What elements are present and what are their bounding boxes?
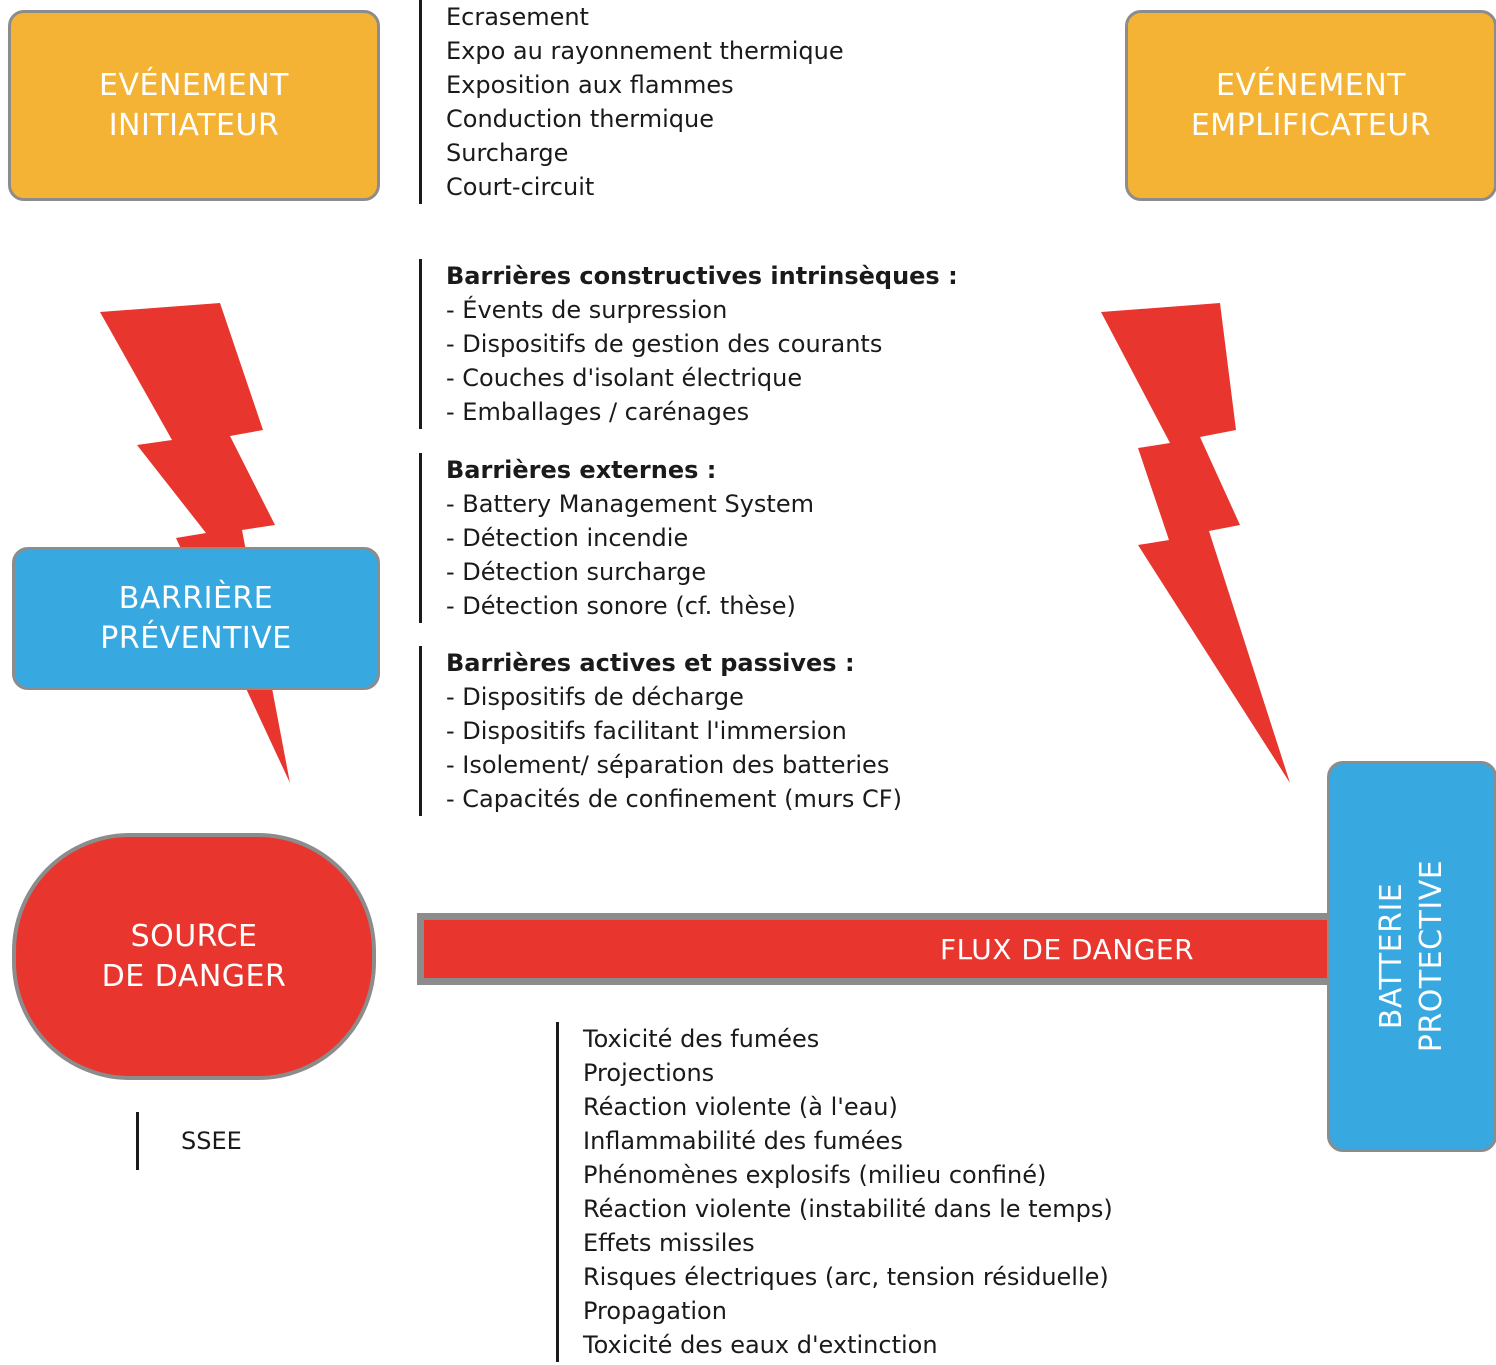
- barrier-group-title: Barrières actives et passives :: [446, 649, 855, 677]
- list-item: Toxicité des fumées: [583, 1025, 820, 1053]
- danger-source-line2: DE DANGER: [101, 958, 287, 994]
- list-item: Réaction violente (à l'eau): [583, 1093, 898, 1121]
- list-item: - Isolement/ séparation des batteries: [446, 751, 890, 779]
- danger-source-line1: SOURCE: [130, 918, 258, 954]
- danger-flux-bar: [417, 913, 1335, 985]
- initiating-event-line2: INITIATEUR: [108, 107, 280, 143]
- list-item: Risques électriques (arc, tension résidu…: [583, 1263, 1109, 1291]
- list-item: - Détection sonore (cf. thèse): [446, 592, 796, 620]
- amplifying-event-line2: EMPLIFICATEUR: [1190, 107, 1432, 143]
- list-item: - Détection surcharge: [446, 558, 707, 586]
- initiating-event-line1: EVÉNEMENT: [99, 67, 289, 103]
- list-item: Réaction violente (instabilité dans le t…: [583, 1195, 1113, 1223]
- initiating-events-list: Ecrasement Expo au rayonnement thermique…: [419, 0, 844, 204]
- amplifying-event-line1: EVÉNEMENT: [1216, 67, 1406, 103]
- source-label: SSEE: [181, 1127, 242, 1155]
- preventive-barrier-box: BARRIÈRE PRÉVENTIVE: [12, 547, 380, 690]
- protective-battery-line2: PROTECTIVE: [1414, 859, 1449, 1053]
- source-label-list: SSEE: [136, 1112, 242, 1170]
- preventive-barrier-line2: PRÉVENTIVE: [100, 620, 292, 656]
- consequences-list: Toxicité des fumées Projections Réaction…: [556, 1022, 1113, 1362]
- danger-flux-label: FLUX DE DANGER: [940, 933, 1195, 966]
- list-item: - Dispositifs de décharge: [446, 683, 744, 711]
- list-item: Conduction thermique: [446, 105, 714, 133]
- amplifying-event-box: EVÉNEMENT EMPLIFICATEUR: [1125, 10, 1496, 201]
- protective-battery-box: [1327, 761, 1496, 1152]
- list-item: Expo au rayonnement thermique: [446, 37, 844, 65]
- list-item: - Dispositifs de gestion des courants: [446, 330, 883, 358]
- protective-battery-line1: BATTERIE: [1374, 882, 1409, 1030]
- list-item: - Battery Management System: [446, 490, 814, 518]
- list-item: Court-circuit: [446, 173, 595, 201]
- barrier-group-title: Barrières externes :: [446, 456, 717, 484]
- list-item: Effets missiles: [583, 1229, 755, 1257]
- preventive-barrier-line1: BARRIÈRE: [118, 580, 274, 616]
- list-item: Toxicité des eaux d'extinction: [583, 1331, 938, 1359]
- list-item: Surcharge: [446, 139, 569, 167]
- barrier-group-active-passive: Barrières actives et passives : - Dispos…: [419, 646, 902, 816]
- initiating-event-box: EVÉNEMENT INITIATEUR: [8, 10, 380, 201]
- list-item: - Couches d'isolant électrique: [446, 364, 803, 392]
- list-item: - Emballages / carénages: [446, 398, 750, 426]
- list-item: - Capacités de confinement (murs CF): [446, 785, 902, 813]
- left-lightning-bolt-icon: [100, 303, 290, 783]
- right-lightning-bolt-icon: [1101, 303, 1290, 783]
- barrier-group-external: Barrières externes : - Battery Managemen…: [419, 453, 814, 623]
- list-item: - Dispositifs facilitant l'immersion: [446, 717, 847, 745]
- list-item: Projections: [583, 1059, 715, 1087]
- list-item: Inflammabilité des fumées: [583, 1127, 903, 1155]
- protective-battery-label: BATTERIE PROTECTIVE: [1372, 860, 1452, 1052]
- list-item: Phénomènes explosifs (milieu confiné): [583, 1161, 1047, 1189]
- barrier-group-title: Barrières constructives intrinsèques :: [446, 262, 958, 290]
- danger-source-box: SOURCE DE DANGER: [12, 833, 376, 1080]
- list-item: Propagation: [583, 1297, 727, 1325]
- list-item: Exposition aux flammes: [446, 71, 734, 99]
- list-item: Ecrasement: [446, 3, 589, 31]
- list-item: - Détection incendie: [446, 524, 689, 552]
- list-item: - Évents de surpression: [446, 296, 728, 324]
- barrier-group-constructive: Barrières constructives intrinsèques : -…: [419, 259, 958, 429]
